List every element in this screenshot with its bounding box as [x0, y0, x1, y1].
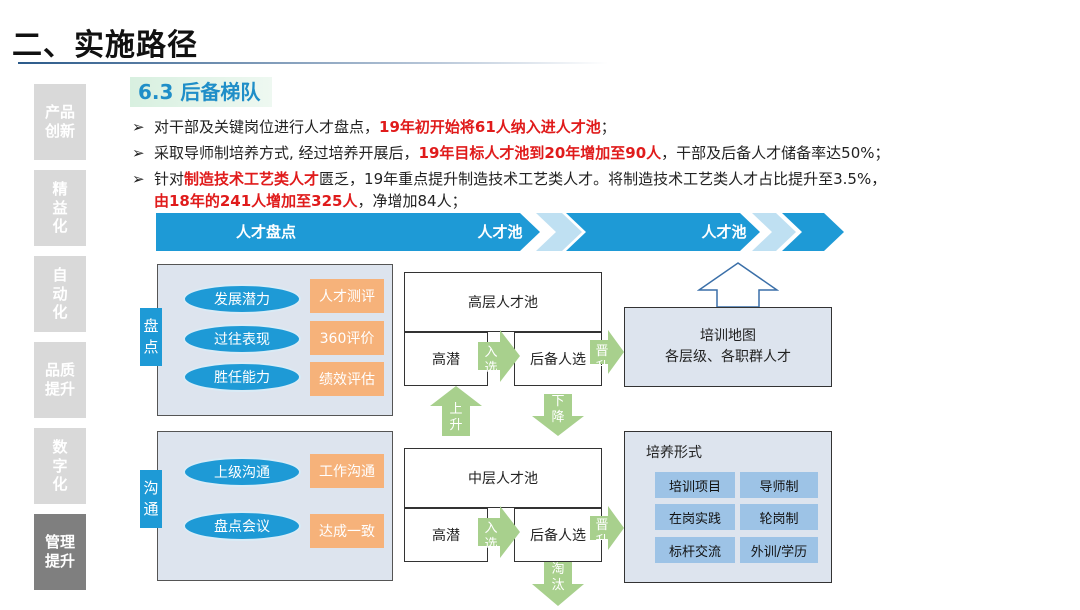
oval-superior-communication: 上级沟通	[183, 457, 301, 487]
mid-pool-title: 中层人才池	[404, 448, 602, 508]
tag-performance-review: 绩效评估	[310, 362, 384, 396]
arrow-label-high-select: 入选	[484, 345, 498, 377]
sidebar-item-management[interactable]: 管理提升	[34, 514, 86, 590]
sidebar-item-label: 品质提升	[44, 361, 75, 398]
form-cell-external-training: 外训/学历	[740, 537, 818, 563]
training-up-arrow	[697, 262, 779, 308]
arrow-label-eliminate: 淘汰	[551, 562, 565, 594]
arrow-high-promote	[590, 330, 624, 374]
high-pool-title: 高层人才池	[404, 272, 602, 332]
form-cell-training-program: 培训项目	[655, 472, 735, 498]
vertical-arrows	[430, 386, 584, 606]
bullet-text: ，干部及后备人才储备率达50%；	[661, 144, 890, 162]
arrow-eliminate	[532, 562, 584, 606]
form-cell-rotation: 轮岗制	[740, 504, 818, 530]
bullet-3: ➢ 针对制造技术工艺类人才匮乏，19年重点提升制造技术工艺类人才。将制造技术工艺类…	[132, 168, 886, 189]
form-cell-benchmark-exchange: 标杆交流	[655, 537, 735, 563]
bullet-text: 对干部及关键岗位进行人才盘点，	[154, 118, 380, 136]
mid-pool-potential: 高潜	[404, 508, 488, 562]
form-cell-on-job-practice: 在岗实践	[655, 504, 735, 530]
arrow-mid-select	[478, 506, 520, 558]
banner-chevron-2	[566, 213, 760, 251]
page-title: 二、实施路径	[12, 28, 198, 63]
banner-label-1: 人才盘点	[235, 223, 296, 241]
sidebar-item-label: 产品创新	[44, 103, 75, 140]
bullet-marker-icon: ➢	[132, 144, 145, 162]
banner-label-2: 人才池	[477, 223, 523, 241]
arrow-fall	[532, 394, 584, 436]
banner-label-3: 人才池	[701, 223, 747, 241]
sidebar-item-label: 自动化	[52, 265, 68, 322]
training-map-box: 培训地图 各层级、各职群人才	[624, 307, 832, 387]
communication-label: 沟通	[140, 470, 162, 528]
mid-pool-candidate: 后备人选	[514, 508, 602, 562]
sidebar-item-label: 精益化	[52, 179, 68, 236]
high-pool-candidate: 后备人选	[514, 332, 602, 386]
bullet-highlight: 由18年的241人增加至325人	[154, 192, 358, 210]
banner-chevron-3	[782, 213, 844, 251]
sidebar-item-product-innovation[interactable]: 产品创新	[34, 84, 86, 160]
arrow-label-high-promote: 晋升	[595, 344, 609, 376]
sidebar-item-digital[interactable]: 数字化	[34, 428, 86, 504]
sidebar-item-label: 管理提升	[44, 533, 75, 570]
flow-arrows	[478, 330, 624, 558]
banner-chevron-1	[156, 213, 540, 251]
training-map-subtitle: 各层级、各职群人才	[665, 349, 791, 365]
arrow-label-fall: 下降	[551, 394, 565, 426]
bullet-text: 匮乏，19年重点提升制造技术工艺类人才。将制造技术工艺类人才占比提升至3.5%，	[319, 170, 887, 188]
arrow-rise	[430, 386, 482, 436]
inventory-label: 盘点	[140, 308, 162, 366]
tag-talent-assessment: 人才测评	[310, 279, 384, 313]
title-underline	[18, 62, 608, 64]
bullet-2: ➢ 采取导师制培养方式, 经过培养开展后，19年目标人才池到20年增加至90人，干…	[132, 142, 890, 163]
oval-competency: 胜任能力	[183, 362, 301, 392]
oval-review-meeting: 盘点会议	[183, 511, 301, 541]
bullet-3-continued: 由18年的241人增加至325人，净增加84人；	[154, 190, 467, 211]
training-map-title: 培训地图	[700, 328, 756, 344]
bullet-text: ；	[600, 118, 616, 136]
bullet-highlight: 制造技术工艺类人才	[184, 170, 320, 188]
arrow-mid-promote	[590, 506, 624, 550]
tag-work-communication: 工作沟通	[310, 454, 384, 488]
tag-consensus: 达成一致	[310, 514, 384, 548]
sidebar-item-quality[interactable]: 品质提升	[34, 342, 86, 418]
sidebar-item-label: 数字化	[52, 437, 68, 494]
sidebar-item-automation[interactable]: 自动化	[34, 256, 86, 332]
oval-past-performance: 过往表现	[183, 324, 301, 354]
bullet-1: ➢ 对干部及关键岗位进行人才盘点，19年初开始将61人纳入进人才池；	[132, 116, 616, 137]
arrow-label-rise: 上升	[449, 402, 463, 434]
section-title: 6.3 后备梯队	[130, 77, 272, 107]
high-pool-potential: 高潜	[404, 332, 488, 386]
bullet-text: 针对	[154, 170, 185, 188]
bullet-highlight: 19年目标人才池到20年增加至90人	[418, 144, 662, 162]
arrow-label-mid-select: 入选	[484, 521, 498, 553]
training-forms-title: 培养形式	[646, 445, 702, 461]
bullet-highlight: 19年初开始将61人纳入进人才池	[379, 118, 601, 136]
bullet-marker-icon: ➢	[132, 118, 145, 136]
process-banner	[156, 213, 844, 251]
bullet-text: 采取导师制培养方式, 经过培养开展后，	[154, 144, 419, 162]
arrow-high-select	[478, 330, 520, 382]
bullet-text: ，净增加84人；	[357, 192, 467, 210]
banner-separator-1	[536, 213, 582, 251]
arrow-label-mid-promote: 晋升	[595, 518, 609, 550]
bullet-marker-icon: ➢	[132, 170, 145, 188]
sidebar-item-lean[interactable]: 精益化	[34, 170, 86, 246]
tag-360-review: 360评价	[310, 321, 384, 355]
form-cell-mentorship: 导师制	[740, 472, 818, 498]
oval-potential: 发展潜力	[183, 284, 301, 314]
banner-separator-2	[752, 213, 796, 251]
